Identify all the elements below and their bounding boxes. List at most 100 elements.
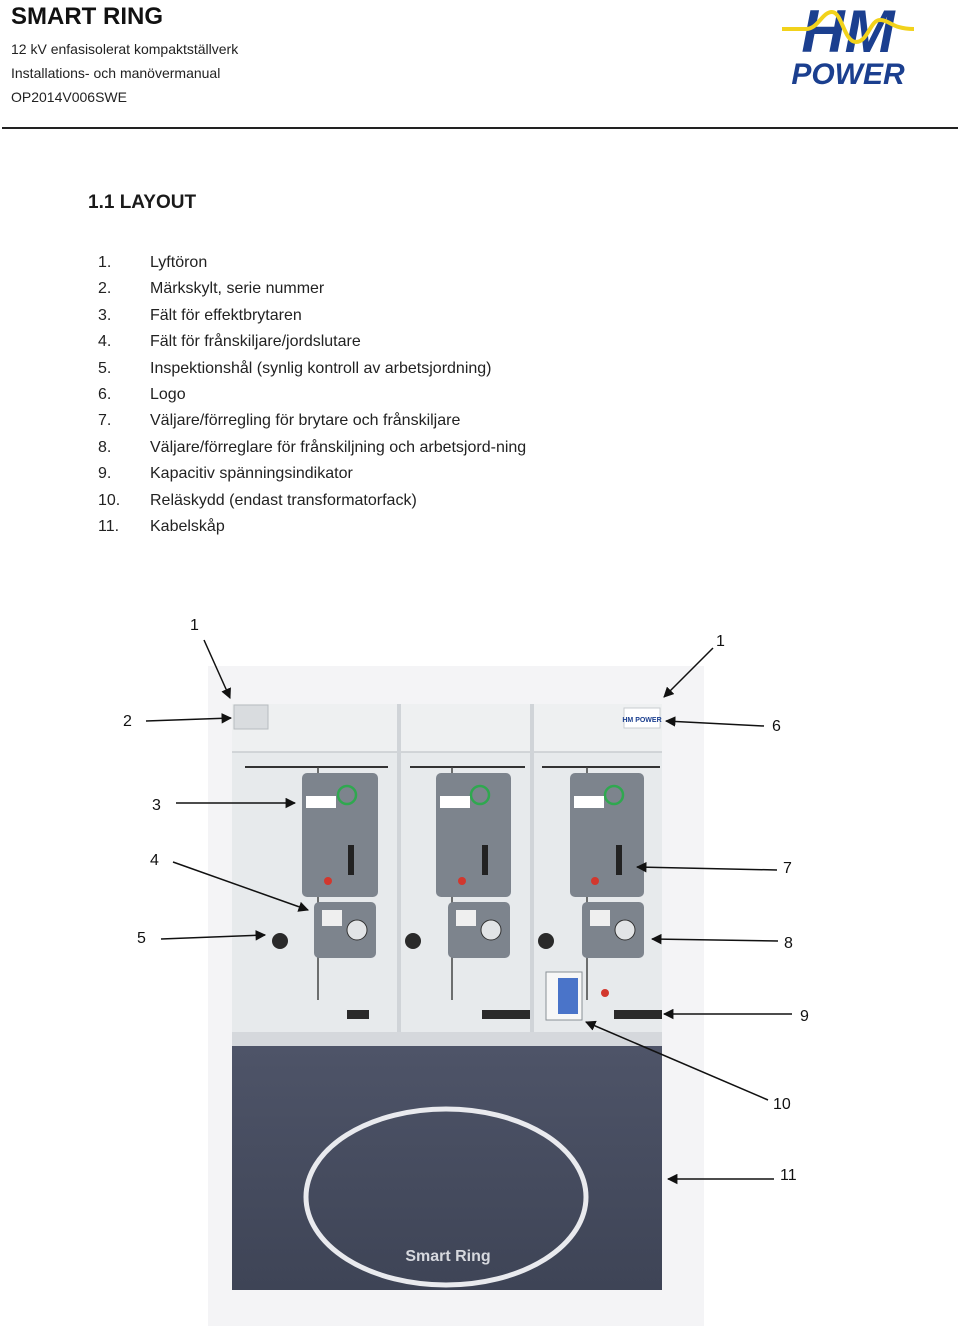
panel-logo [623, 707, 661, 729]
switchgear-panel-1 [245, 766, 388, 1019]
legend-number: 3. [98, 306, 112, 324]
legend-number: 9. [98, 465, 112, 483]
legend-text: Märkskylt, serie nummer [150, 280, 325, 298]
inspection-window [590, 910, 610, 926]
trip-button [591, 877, 599, 885]
legend-item: 9. Kapacitiv spänningsindikator [98, 461, 538, 487]
switchgear-panel-2 [405, 766, 530, 1019]
inspection-window [456, 910, 476, 926]
legend-number: 10. [98, 491, 121, 509]
switchgear-panel-3 [538, 766, 662, 1021]
breaker-window [306, 796, 336, 808]
header-manual-name: Installations- och manövermanual [11, 65, 221, 81]
callout-arrow-1 [203, 639, 231, 699]
callout-label-10: 10 [773, 1096, 791, 1113]
inspection-window [322, 910, 342, 926]
legend-item: 6. Logo [98, 382, 538, 408]
breaker-window [574, 796, 604, 808]
switchgear-illustration: HM POWER [145, 639, 792, 1326]
legend-text: Väljare/förregling för brytare och fråns… [150, 412, 461, 430]
selector-indicator [469, 784, 491, 806]
legend-number: 6. [98, 386, 112, 404]
legend-item: 3. Fält för effektbrytaren [98, 303, 538, 329]
logo-hm-text: HM [801, 2, 896, 65]
callout-label-11: 11 [780, 1167, 797, 1184]
cable-label [614, 1010, 662, 1019]
callout-label-8: 8 [784, 935, 793, 952]
callout-arrow-2 [145, 713, 233, 724]
header-subtitle: 12 kV enfasisolerat kompaktställverk [11, 41, 239, 57]
callout-arrow-6 [664, 716, 765, 727]
legend-item: 5. Inspektionshål (synlig kontroll av arb… [98, 356, 538, 382]
indicator-socket [272, 933, 288, 949]
smart-ring-text: Smart Ring [405, 1248, 490, 1265]
trip-button [458, 877, 466, 885]
legend-item: 8. Väljare/förreglare för frånskiljning o… [98, 435, 538, 461]
panel-separator [530, 704, 534, 1040]
cable-label [482, 1010, 530, 1019]
disconnector-selector [346, 919, 368, 941]
legend-text: Kapacitiv spänningsindikator [150, 465, 353, 483]
legend-number: 2. [98, 280, 112, 298]
breaker-field [436, 773, 511, 897]
legend-text: Fält för frånskiljare/jordslutare [150, 333, 361, 351]
callout-label-3: 3 [152, 797, 161, 814]
legend-item: 11. Kabelskåp [98, 514, 538, 540]
legend-text: Inspektionshål (synlig kontroll av arbet… [150, 359, 492, 377]
legend-item: 4.Fält för frånskiljare/jordslutare [98, 329, 538, 355]
relay-display [558, 978, 578, 1014]
breaker-handle [616, 845, 622, 875]
cable-compartment [232, 1046, 662, 1290]
panel-separator [397, 704, 401, 1040]
legend-text: Väljare/förreglare för frånskiljning och… [150, 438, 527, 456]
callout-arrow-1b [663, 647, 714, 698]
switchgear-figure: HM POWER [0, 580, 960, 1327]
document-title: SMART RING [11, 3, 163, 30]
legend-item: 7. Väljare/förregling för brytare och frå… [98, 408, 538, 434]
callout-arrow-7 [635, 861, 778, 873]
callout-label-1: 1 [190, 617, 199, 634]
rating-plate [233, 704, 269, 730]
legend-text: Fält för effektbrytaren [150, 306, 302, 324]
callout-label-9: 9 [800, 1008, 809, 1025]
callout-label-7: 7 [783, 860, 792, 877]
callout-label-6: 6 [772, 718, 781, 735]
smart-ring-ellipse [303, 1106, 589, 1288]
callout-label-5: 5 [137, 930, 146, 947]
indicator-socket [405, 933, 421, 949]
callout-label-4: 4 [150, 852, 159, 869]
top-band [232, 704, 662, 752]
header-rule [2, 127, 958, 129]
logo-power-text: POWER [791, 58, 905, 90]
legend-text: Logo [150, 386, 186, 404]
selector-indicator [336, 784, 358, 806]
relay-button [601, 989, 609, 997]
callout-arrow-10 [585, 1020, 769, 1101]
legend-text: Reläskydd (endast transformatorfack) [150, 491, 417, 509]
panel-logo-text: HM POWER [622, 717, 661, 724]
legend-text: Kabelskåp [150, 518, 225, 536]
transition-band [232, 1032, 662, 1046]
cable-label [347, 1010, 369, 1019]
breaker-window [440, 796, 470, 808]
logo-wave [782, 9, 915, 45]
legend-number: 11. [98, 518, 120, 536]
legend-item: 2. Märkskylt, serie nummer [98, 276, 538, 302]
legend-number: 7. [98, 412, 112, 430]
callout-arrow-8 [650, 933, 779, 945]
selector-indicator [603, 784, 625, 806]
section-heading: 1.1 LAYOUT [88, 192, 197, 213]
indicator-socket [538, 933, 554, 949]
callout-arrow-5 [160, 930, 267, 941]
header-doc-number: OP2014V006SWE [11, 89, 127, 105]
disconnector-selector [614, 919, 636, 941]
trip-button [324, 877, 332, 885]
legend-number: 5. [98, 359, 112, 377]
callout-label-2: 2 [123, 713, 132, 730]
legend-text: Lyftöron [150, 254, 208, 271]
disconnector-selector [480, 919, 502, 941]
legend-number: 8. [98, 438, 112, 456]
legend-number: 1. [98, 254, 112, 271]
legend-item: 1. Lyftöron [98, 250, 538, 276]
breaker-handle [348, 845, 354, 875]
